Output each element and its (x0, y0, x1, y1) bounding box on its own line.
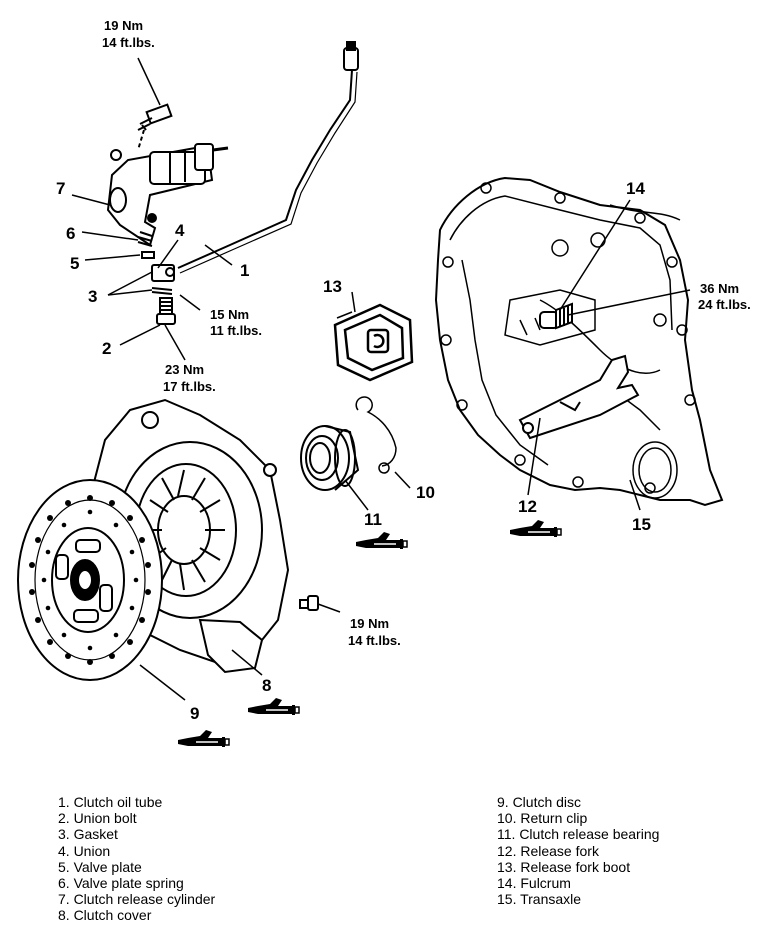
torque-ftlbs: 14 ft.lbs. (348, 633, 401, 648)
union-bolt (156, 297, 176, 325)
torque-nm: 23 Nm (165, 362, 204, 377)
callout-2: 2 (102, 339, 111, 358)
grease-gun-icon (355, 531, 408, 550)
valve-plate (141, 251, 155, 259)
legend-item: 15. Transaxle (497, 891, 582, 908)
parts-legend-right: 9. Clutch disc 10. Return clip 11. Clutc… (497, 794, 659, 907)
valve-plate-spring (137, 231, 153, 247)
release-fork (518, 354, 640, 440)
callout-7: 7 (56, 179, 65, 198)
torque-spec-cover-bolt: 19 Nm 14 ft.lbs. (348, 616, 401, 648)
legend-item: 10. Return clip (497, 810, 588, 827)
clutch-release-bearing (300, 425, 360, 491)
grease-gun-icon (247, 697, 300, 716)
clutch-disc (17, 479, 163, 681)
legend-item: 12. Release fork (497, 842, 599, 859)
leader-lines-cylinder (71, 57, 233, 361)
torque-spec-union-bolt: 23 Nm 17 ft.lbs. (163, 362, 216, 394)
callout-14: 14 (626, 179, 645, 198)
callout-10: 10 (416, 483, 435, 502)
fulcrum (539, 302, 573, 330)
torque-spec-top: 19 Nm 14 ft.lbs. (102, 18, 155, 50)
torque-ftlbs: 14 ft.lbs. (102, 35, 155, 50)
grease-gun-icon (509, 519, 562, 538)
callout-13: 13 (323, 277, 342, 296)
legend-item: 4. Union (58, 842, 111, 859)
clutch-release-cylinder (106, 143, 229, 247)
union (151, 264, 175, 282)
torque-ftlbs: 24 ft.lbs. (698, 297, 751, 312)
parts-legend-left: 1. Clutch oil tube 2. Union bolt 3. Gask… (58, 794, 215, 924)
leader-lines-transaxle (139, 199, 691, 701)
callout-4: 4 (175, 221, 185, 240)
clutch-oil-tube (177, 41, 359, 274)
legend-item: 8. Clutch cover (58, 907, 152, 924)
callout-12: 12 (518, 497, 537, 516)
transaxle (434, 176, 724, 507)
torque-spec-fulcrum: 36 Nm 24 ft.lbs. (698, 281, 751, 312)
legend-item: 7. Clutch release cylinder (58, 891, 216, 908)
grease-gun-icon (177, 729, 230, 748)
diagram-artwork: 1 2 3 4 5 6 7 8 9 10 11 12 13 14 15 19 N… (17, 18, 751, 748)
torque-spec-union: 15 Nm 11 ft.lbs. (210, 307, 262, 338)
callout-5: 5 (70, 254, 79, 273)
legend-item: 1. Clutch oil tube (58, 794, 163, 810)
legend-item: 3. Gasket (58, 826, 118, 843)
legend-item: 13. Release fork boot (497, 858, 631, 875)
gasket (151, 287, 173, 295)
torque-nm: 15 Nm (210, 307, 249, 322)
upper-bleeder-bolt (137, 103, 173, 151)
callout-8: 8 (262, 676, 271, 695)
legend-item: 9. Clutch disc (497, 794, 582, 810)
legend-item: 2. Union bolt (58, 810, 137, 827)
torque-nm: 19 Nm (350, 616, 389, 631)
callout-1: 1 (240, 261, 249, 280)
callout-6: 6 (66, 224, 75, 243)
torque-ftlbs: 11 ft.lbs. (210, 323, 262, 338)
return-clip (355, 396, 397, 474)
torque-nm: 19 Nm (104, 18, 143, 33)
callout-3: 3 (88, 287, 97, 306)
torque-nm: 36 Nm (700, 281, 739, 296)
release-fork-boot (333, 303, 414, 382)
legend-item: 14. Fulcrum (497, 875, 571, 892)
cover-bolt (299, 595, 341, 613)
torque-ftlbs: 17 ft.lbs. (163, 379, 216, 394)
legend-item: 6. Valve plate spring (58, 875, 184, 892)
callout-9: 9 (190, 704, 199, 723)
legend-item: 11. Clutch release bearing (497, 826, 660, 843)
callout-11: 11 (364, 510, 382, 529)
legend-item: 5. Valve plate (58, 858, 142, 875)
callout-15: 15 (632, 515, 651, 534)
